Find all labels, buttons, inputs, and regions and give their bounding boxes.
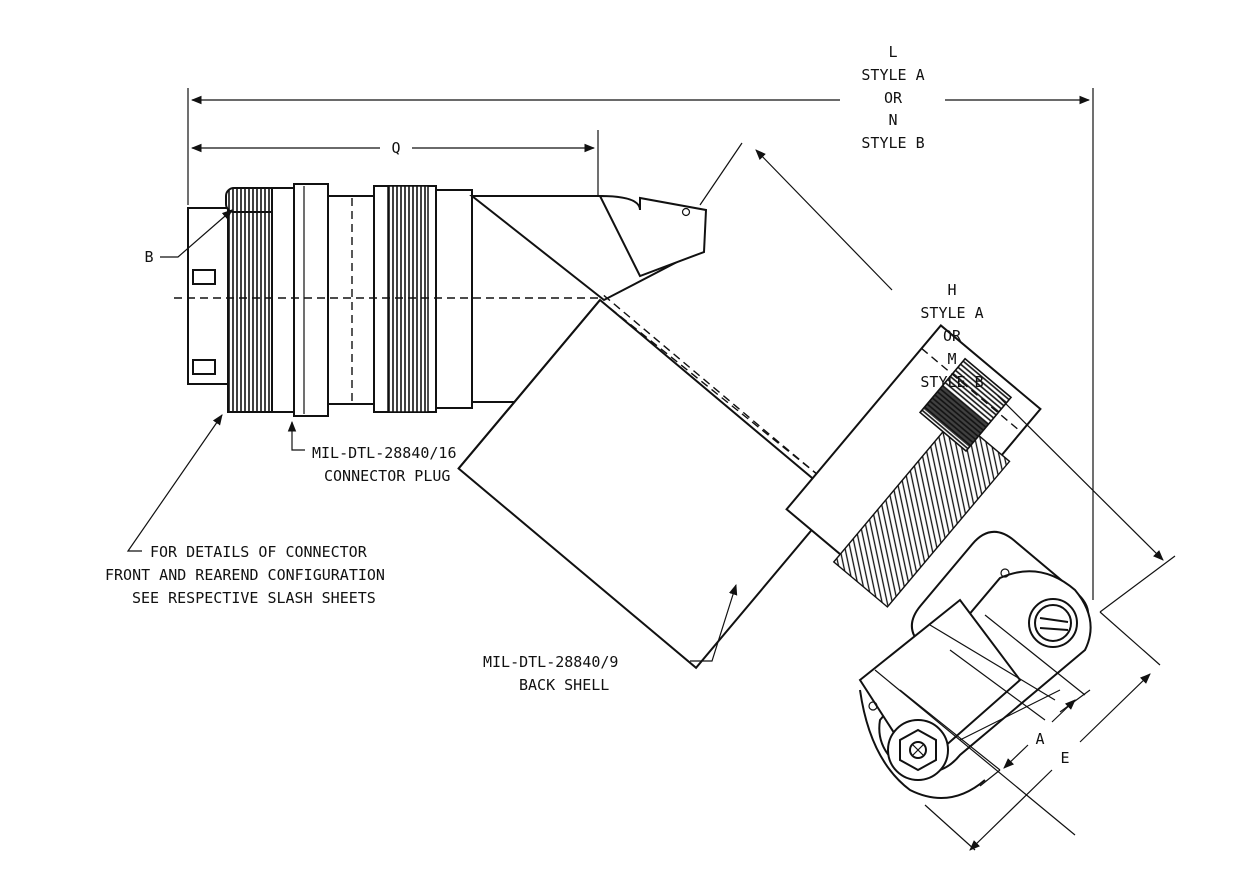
overall-length-label-n: N — [888, 111, 897, 129]
backshell-label-line1: MIL-DTL-28840/9 — [483, 653, 618, 671]
a-dimension: A — [979, 689, 1091, 787]
plug-label-line2: CONNECTOR PLUG — [324, 467, 450, 485]
a-label: A — [1035, 730, 1044, 748]
details-note-line3: SEE RESPECTIVE SLASH SHEETS — [132, 589, 376, 607]
details-note-line2: FRONT AND REAREND CONFIGURATION — [105, 566, 385, 584]
details-note-line1: FOR DETAILS OF CONNECTOR — [150, 543, 368, 561]
back-shell — [174, 194, 1092, 836]
height-label-or: OR — [943, 327, 962, 345]
e-label: E — [1060, 749, 1069, 767]
overall-length-label-style-a: STYLE A — [861, 66, 924, 84]
height-label-m: M — [947, 350, 956, 368]
b-label: B — [144, 248, 153, 266]
q-label: Q — [391, 139, 400, 157]
overall-length-dimension: L STYLE A OR N STYLE B — [187, 43, 1094, 600]
overall-length-label-style-b: STYLE B — [861, 134, 924, 152]
height-label-h: H — [947, 281, 956, 299]
overall-length-label-l: L — [888, 43, 897, 61]
b-callout: B — [144, 209, 233, 266]
connector-plug — [187, 183, 473, 417]
q-dimension: Q — [190, 130, 599, 195]
plug-callout: MIL-DTL-28840/16 CONNECTOR PLUG — [287, 420, 457, 485]
backshell-label-line2: BACK SHELL — [519, 676, 609, 694]
height-label-style-a: STYLE A — [920, 304, 983, 322]
backshell-callout: MIL-DTL-28840/9 BACK SHELL — [483, 583, 738, 694]
details-note-callout: FOR DETAILS OF CONNECTOR FRONT AND REARE… — [105, 414, 385, 607]
plug-label-line1: MIL-DTL-28840/16 — [312, 444, 457, 462]
height-dimension: H STYLE A OR M STYLE B — [699, 142, 1176, 613]
overall-length-label-or: OR — [884, 89, 903, 107]
e-dimension: E — [924, 611, 1161, 851]
height-label-style-b: STYLE B — [920, 373, 983, 391]
